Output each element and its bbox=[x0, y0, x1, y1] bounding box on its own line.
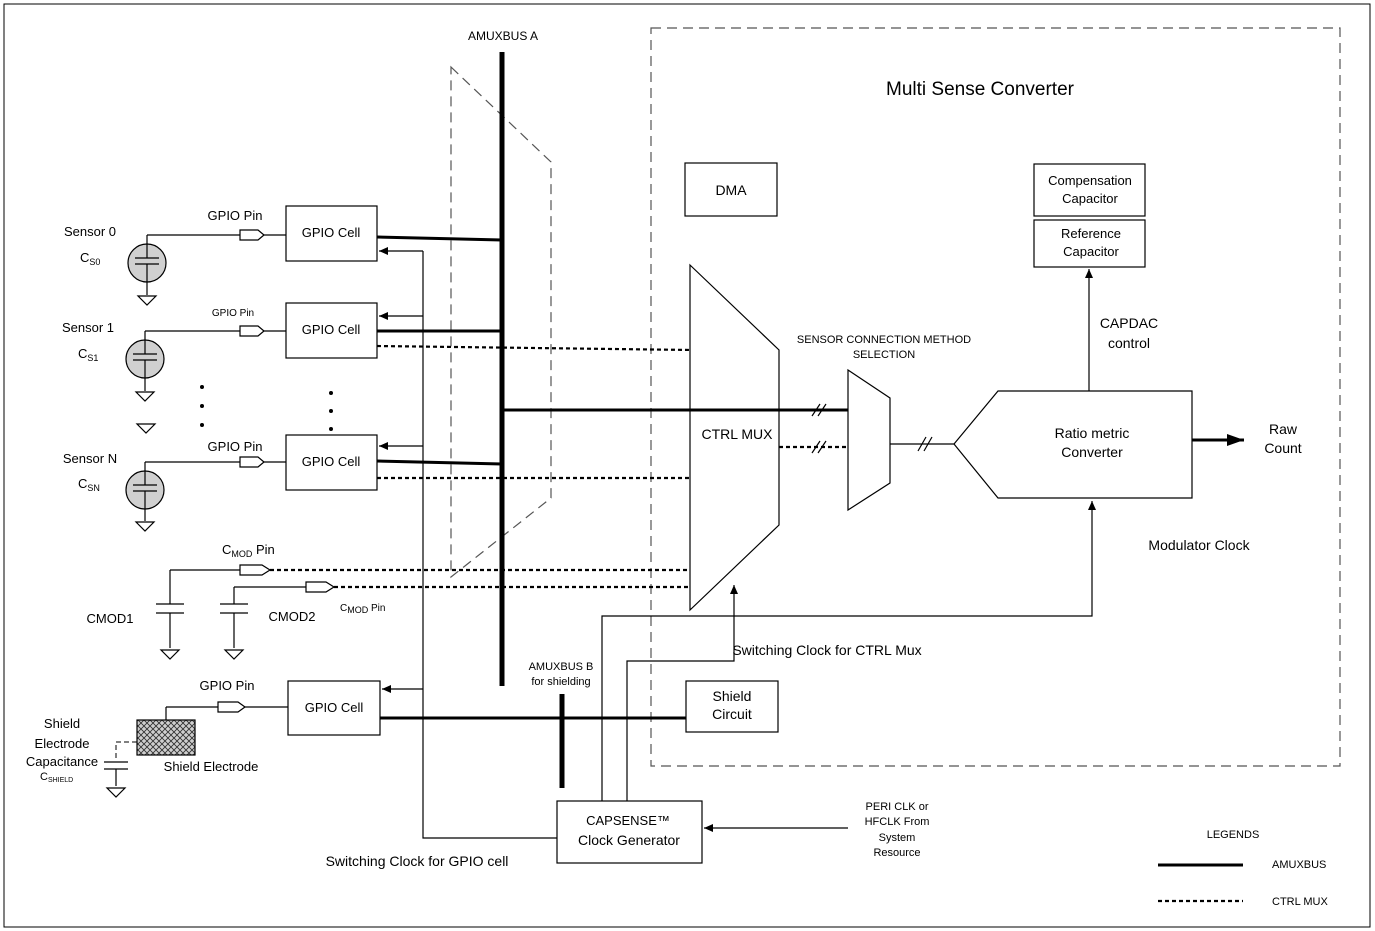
peri-clk-line-2: HFCLK From bbox=[865, 816, 930, 828]
capdac-line-2: control bbox=[1108, 335, 1150, 351]
reference-line-2: Capacitor bbox=[1063, 244, 1119, 259]
gpio-switching-clock-lines bbox=[379, 247, 557, 839]
sensor-1-gpio-cell-label: GPIO Cell bbox=[302, 322, 361, 337]
amuxbus-a-label: AMUXBUS A bbox=[468, 29, 538, 43]
compensation-line-2: Capacitor bbox=[1062, 191, 1118, 206]
sensor-0-pin-label: GPIO Pin bbox=[208, 208, 263, 223]
modulator-clock-label: Modulator Clock bbox=[1148, 537, 1250, 553]
ratio-line-2: Converter bbox=[1061, 444, 1123, 460]
legend-amuxbus-label: AMUXBUS bbox=[1272, 859, 1326, 871]
sensor-0-gpio-cell-label: GPIO Cell bbox=[302, 225, 361, 240]
shield-circuit-line-2: Circuit bbox=[712, 706, 752, 722]
sensor-n-pin-label: GPIO Pin bbox=[208, 439, 263, 454]
switching-clock-ctrl-mux-label: Switching Clock for CTRL Mux bbox=[732, 642, 921, 658]
amuxbus-b-label-1: AMUXBUS B bbox=[529, 661, 594, 673]
cmod-2-label: CMOD2 bbox=[269, 609, 316, 624]
sensor-0-group: Sensor 0 CS0 GPIO Pin GPIO Cell bbox=[64, 205, 503, 306]
sensor-1-group: Sensor 1 CS1 GPIO Pin GPIO Cell bbox=[62, 302, 693, 402]
shield-cap-line-3: Capacitance bbox=[26, 754, 98, 769]
capsense-clock-generator bbox=[556, 800, 703, 864]
capsense-line-1: CAPSENSE™ bbox=[586, 813, 670, 828]
switching-clock-gpio-label: Switching Clock for GPIO cell bbox=[326, 853, 509, 869]
peri-clk-line-3: System bbox=[879, 832, 916, 844]
sensor-0-cap-symbol: CS0 bbox=[80, 250, 100, 267]
sensor-ellipsis bbox=[135, 385, 333, 434]
amuxbus-plane bbox=[450, 65, 552, 579]
raw-count-line-2: Count bbox=[1264, 440, 1301, 456]
amuxbus-b-label-2: for shielding bbox=[531, 676, 590, 688]
ratio-metric-converter bbox=[953, 390, 1193, 499]
ctrl-mux-label: CTRL MUX bbox=[701, 426, 773, 442]
ctrl-mux-clock-line bbox=[626, 585, 738, 801]
shield-electrode-label: Shield Electrode bbox=[164, 759, 259, 774]
sensor-1-label: Sensor 1 bbox=[62, 320, 114, 335]
dma-label: DMA bbox=[715, 182, 747, 198]
capsense-line-2: Clock Generator bbox=[578, 832, 680, 848]
sensor-0-label: Sensor 0 bbox=[64, 224, 116, 239]
shield-pin-label: GPIO Pin bbox=[200, 678, 255, 693]
cmod-pin-2-label: CMOD Pin bbox=[340, 603, 385, 615]
sensor-0-pin-icon bbox=[239, 229, 265, 241]
raw-count-line-1: Raw bbox=[1269, 421, 1298, 437]
shield-cap-line-1: Shield bbox=[44, 716, 80, 731]
multi-sense-converter-title: Multi Sense Converter bbox=[886, 79, 1075, 100]
dma-block bbox=[684, 162, 778, 217]
sensor-n-pin-icon bbox=[239, 456, 265, 468]
sensor-connection-mux bbox=[847, 368, 891, 512]
shield-circuit-line-1: Shield bbox=[713, 688, 752, 704]
ground-icon bbox=[135, 423, 157, 434]
sensor-1-pin-label: GPIO Pin bbox=[212, 308, 254, 319]
ratio-line-1: Ratio metric bbox=[1055, 425, 1130, 441]
shield-group: GPIO Pin GPIO Cell Shield Electrode Shie… bbox=[26, 661, 779, 798]
reference-line-1: Reference bbox=[1061, 226, 1121, 241]
legend-ctrl-mux-label: CTRL MUX bbox=[1272, 896, 1328, 908]
ground-icon bbox=[136, 295, 158, 306]
sensor-1-gpio-cell bbox=[285, 302, 378, 359]
ground-icon bbox=[134, 391, 156, 402]
sensor-n-cap-symbol: CSN bbox=[78, 476, 100, 493]
shield-cap-symbol: CSHIELD bbox=[40, 771, 73, 784]
sensor-n-label: Sensor N bbox=[63, 451, 117, 466]
sensor-n-gpio-cell-label: GPIO Cell bbox=[302, 454, 361, 469]
ctrl-mux-block bbox=[689, 263, 780, 612]
outer-border bbox=[3, 3, 1371, 928]
shield-gpio-cell bbox=[287, 680, 381, 736]
peri-clk-line-4: Resource bbox=[873, 847, 920, 859]
sensor-0-gpio-cell bbox=[285, 205, 378, 262]
legend-title: LEGENDS bbox=[1207, 829, 1260, 841]
shield-electrode-icon bbox=[136, 719, 196, 756]
sensor-1-cap-symbol: CS1 bbox=[78, 346, 98, 363]
cmod-pin-1-icon bbox=[239, 564, 272, 576]
legend: LEGENDS AMUXBUS CTRL MUX bbox=[1158, 829, 1328, 908]
modulator-clock-line bbox=[601, 501, 1096, 801]
peri-clk-line-1: PERI CLK or bbox=[866, 801, 929, 813]
ground-icon bbox=[159, 649, 181, 660]
cmod-pin-1-label: CMOD Pin bbox=[222, 542, 275, 559]
compensation-line-1: Compensation bbox=[1048, 173, 1132, 188]
sensor-1-pin-icon bbox=[239, 325, 265, 337]
cmod-1-label: CMOD1 bbox=[87, 611, 134, 626]
reference-capacitor bbox=[1033, 219, 1146, 268]
shield-pin-icon bbox=[217, 701, 247, 713]
sensor-conn-label-1: SENSOR CONNECTION METHOD bbox=[797, 334, 971, 346]
cmod-pin-2-icon bbox=[305, 581, 336, 593]
shield-cap-line-2: Electrode bbox=[35, 736, 90, 751]
ground-icon bbox=[105, 787, 127, 798]
sensor-n-gpio-cell bbox=[285, 434, 378, 491]
ground-icon bbox=[134, 521, 156, 532]
sensor-n-group: Sensor N CSN GPIO Pin GPIO Cell bbox=[63, 434, 692, 532]
shield-circuit-block bbox=[685, 680, 779, 733]
sensor-conn-label-2: SELECTION bbox=[853, 349, 915, 361]
shield-gpio-cell-label: GPIO Cell bbox=[305, 700, 364, 715]
cmod-group: CMOD Pin CMOD1 CMOD2 CMOD Pin bbox=[87, 542, 692, 660]
ground-icon bbox=[223, 649, 245, 660]
compensation-capacitor bbox=[1033, 163, 1146, 217]
multi-sense-converter-boundary bbox=[650, 27, 1341, 767]
capdac-line-1: CAPDAC bbox=[1100, 315, 1158, 331]
